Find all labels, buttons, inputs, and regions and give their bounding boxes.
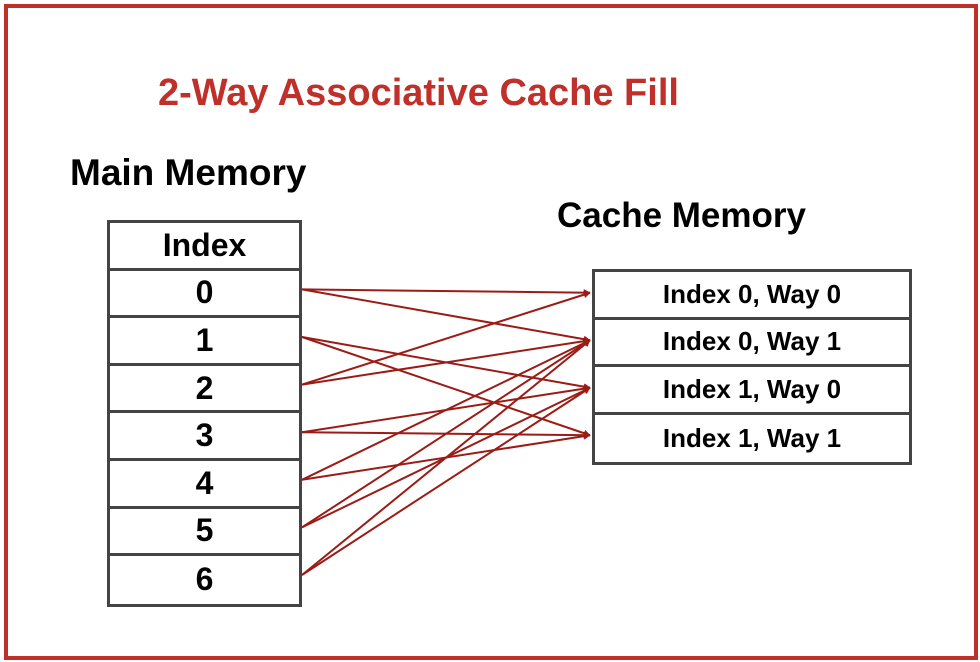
mapping-arrow-0-to-index-0-way-0 xyxy=(301,288,591,297)
cache-memory-table: Index 0, Way 0 Index 0, Way 1 Index 1, W… xyxy=(592,269,912,465)
memory-row-1: 1 xyxy=(110,318,299,366)
cache-row-3: Index 1, Way 1 xyxy=(662,422,842,453)
mapping-arrow-6-to-index-0-way-1 xyxy=(301,339,591,576)
cache-row-1: Index 0, Way 1 xyxy=(595,320,909,367)
mapping-arrow-1-to-index-1-way-1 xyxy=(301,336,591,437)
memory-row-5: 5 xyxy=(110,509,299,557)
memory-row-2: 2 xyxy=(110,366,299,414)
memory-row-3: 3 xyxy=(110,413,299,461)
memory-row-6: 6 xyxy=(195,561,214,598)
cache-memory-heading: Cache Memory xyxy=(557,196,806,235)
mapping-arrow-0-to-index-0-way-1 xyxy=(301,288,591,343)
main-memory-header: Index xyxy=(110,223,299,271)
cache-row-0: Index 0, Way 0 xyxy=(595,272,909,320)
cache-row-2: Index 1, Way 0 xyxy=(595,367,909,415)
mapping-arrow-5-to-index-0-way-1 xyxy=(301,339,591,529)
diagram-title: 2-Way Associative Cache Fill xyxy=(158,72,679,114)
memory-row-0: 0 xyxy=(110,271,299,319)
diagram-frame xyxy=(4,4,978,660)
memory-row-4: 4 xyxy=(110,461,299,509)
mapping-arrow-2-to-index-0-way-1 xyxy=(301,337,591,386)
mapping-arrow-6-to-index-1-way-0 xyxy=(301,386,591,576)
mapping-arrow-4-to-index-0-way-1 xyxy=(301,339,591,481)
main-memory-heading: Main Memory xyxy=(70,152,307,193)
mapping-arrow-2-to-index-0-way-0 xyxy=(301,291,591,386)
main-memory-table: Index 0 1 2 3 4 5 6 xyxy=(107,220,302,607)
